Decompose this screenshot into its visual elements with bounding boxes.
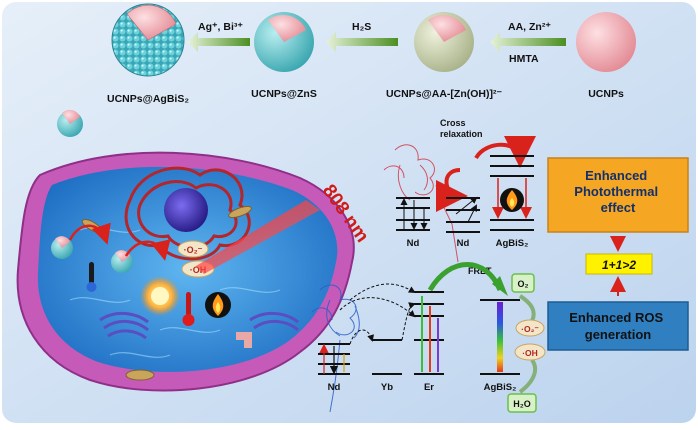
energy-transfer-curves — [339, 283, 416, 345]
h2o-conversion-arrow — [518, 358, 538, 394]
cross-relaxation-label-2: relaxation — [440, 129, 483, 139]
ros-label-superoxide-bottom: ·O₂⁻ — [521, 324, 539, 334]
h2o-species-box: H₂O — [507, 393, 537, 413]
agbis2-levels-bottom — [480, 299, 520, 375]
heat-burst-core — [151, 287, 169, 305]
yb-levels — [372, 339, 402, 375]
laser-beam — [196, 200, 320, 274]
level-label-yb: Yb — [381, 382, 393, 393]
ucnp-agbis2-particle — [111, 3, 185, 77]
ros-label-superoxide: ·O₂⁻ — [184, 245, 203, 255]
product-label-agbis2: UCNPs@AgBiS₂ — [107, 93, 189, 105]
er-emissions — [421, 296, 439, 372]
fret-arrow — [427, 262, 503, 292]
fret-arrow-head — [492, 276, 508, 296]
arrow-step-zns — [326, 32, 398, 52]
thermometer-icon-hot — [182, 292, 195, 326]
photothermal-label-line-2: Photothermal — [574, 184, 658, 199]
h2o-label: H₂O — [513, 399, 531, 409]
photothermal-label: Enhanced Photothermal effect — [574, 168, 661, 215]
cross-relaxation-arrow-2 — [435, 168, 468, 212]
energy-diagram-top: Cross relaxation — [383, 118, 536, 263]
synergy-box — [585, 253, 653, 275]
step-label-h2s: H₂S — [352, 21, 371, 33]
uptake-arrow-2 — [124, 239, 171, 261]
fire-icon-energy — [500, 188, 524, 212]
ros-badge-superoxide: ·O₂⁻ — [177, 240, 209, 258]
fire-icon — [205, 292, 231, 318]
outcome-panel: Enhanced Photothermal effect 1+1>2 Enhan… — [547, 157, 689, 351]
fret-label: FRET — [468, 266, 492, 276]
ros-badge-superoxide-bottom: ·O₂⁻ — [515, 319, 545, 337]
level-label-agbis2-top: AgBiS₂ — [496, 238, 529, 249]
uptake-arrow-1 — [68, 222, 111, 245]
mitochondrion-2 — [228, 205, 252, 219]
product-label-aa-zn: UCNPs@AA-[Zn(OH)]²⁻ — [386, 88, 503, 100]
step-label-hmta: HMTA — [509, 53, 539, 65]
agbis2-levels-top — [490, 155, 534, 231]
ros-label-hydroxyl-bottom: ·OH — [522, 348, 538, 358]
level-label-agbis2-bottom: AgBiS₂ — [484, 382, 517, 393]
ros-box — [547, 301, 689, 351]
nucleus — [164, 188, 208, 232]
nd-transitions-1 — [400, 198, 428, 230]
photothermal-box — [547, 157, 689, 233]
small-particle — [57, 109, 83, 137]
ucnp-zns-particle — [254, 12, 314, 72]
protein-fragment — [236, 332, 252, 348]
cell-particle-1 — [51, 236, 73, 259]
cross-relaxation-label-1: Cross — [440, 118, 466, 128]
ucnp-aa-zn-particle — [414, 12, 474, 72]
ros-label-hydroxyl: ·OH — [190, 265, 207, 275]
cell-illustration: ·O₂⁻ ·OH — [16, 151, 355, 392]
ucnp-core-particle — [576, 12, 636, 72]
level-label-nd-2: Nd — [457, 238, 470, 249]
thermometer-icon-cold — [86, 262, 97, 292]
step-label-aa-zn: AA, Zn²⁺ — [508, 21, 551, 33]
step-label-ag-bi: Ag⁺, Bi³⁺ — [198, 21, 243, 33]
energy-diagram-bottom: FRET O₂ H₂O ·O₂⁻ ·OH Nd Yb — [311, 262, 546, 413]
synergy-label: 1+1>2 — [602, 258, 636, 272]
photothermal-label-line-3: effect — [601, 200, 636, 215]
level-label-nd-bottom: Nd — [328, 382, 341, 393]
level-label-er: Er — [424, 382, 434, 393]
ros-box-label-line-2: generation — [585, 327, 652, 342]
nd-transitions-bottom — [319, 343, 345, 375]
mitochondrion-1 — [125, 369, 155, 381]
product-label-zns: UCNPs@ZnS — [251, 88, 317, 100]
cytoplasm-ripples — [69, 227, 281, 358]
ros-badge-hydroxyl-bottom: ·OH — [514, 343, 546, 361]
synthesis-row: Ag⁺, Bi³⁺ H₂S AA, Zn²⁺ HMTA UCNPs@AgBiS₂… — [107, 3, 636, 105]
o2-species-box: O₂ — [511, 273, 535, 293]
ros-box-label-line-1: Enhanced ROS — [569, 310, 663, 325]
level-label-nd-1: Nd — [407, 238, 420, 249]
photothermal-label-line-1: Enhanced — [585, 168, 647, 183]
agbis2-relaxation-arrows — [492, 178, 532, 219]
o2-label: O₂ — [518, 279, 529, 289]
arrow-step-aa-zn — [490, 32, 566, 52]
ros-box-label: Enhanced ROS generation — [569, 310, 667, 342]
product-label-ucnps: UCNPs — [588, 88, 624, 100]
arrow-step-agbis2 — [188, 32, 250, 52]
nd-transitions-2 — [455, 196, 478, 223]
cell-particle-2 — [111, 250, 133, 273]
golgi-apparatus — [99, 312, 299, 340]
